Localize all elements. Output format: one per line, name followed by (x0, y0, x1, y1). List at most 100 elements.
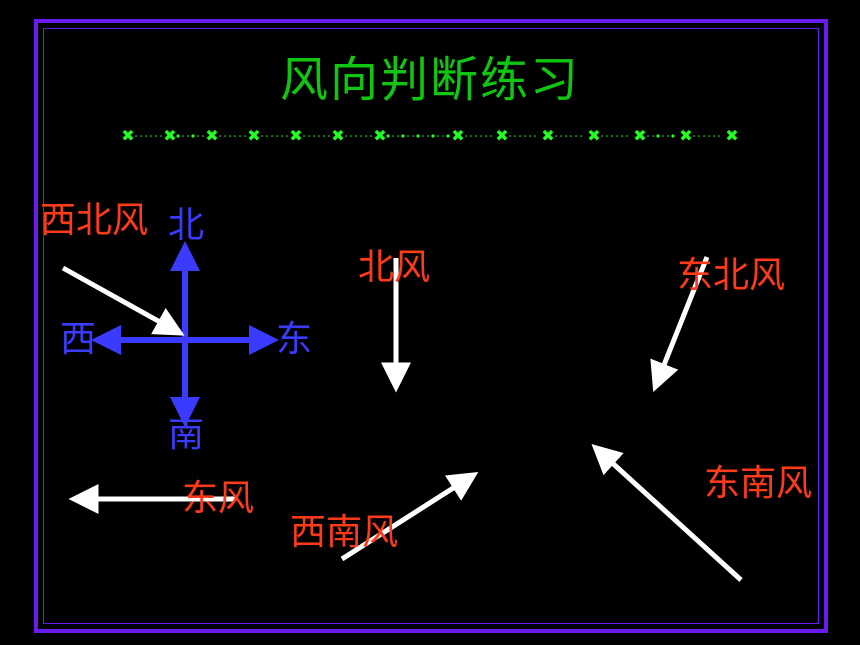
divider-dot (470, 135, 472, 137)
divider-dot (718, 135, 720, 137)
divider-dot (350, 135, 352, 137)
divider-dot (176, 134, 180, 138)
clover-icon: ✖ (373, 126, 386, 145)
slide-frame-inner (43, 28, 819, 624)
divider-dot (286, 135, 288, 137)
divider-dot (698, 135, 700, 137)
divider-dot (422, 135, 424, 137)
divider-dot (465, 135, 467, 137)
divider-dot (345, 135, 347, 137)
clover-icon: ✖ (205, 126, 218, 145)
slide-frame-outer (34, 19, 828, 633)
clover-icon: ✖ (679, 126, 692, 145)
divider-dot (475, 135, 477, 137)
divider-dot (244, 135, 246, 137)
southeast-wind-label: 东南风 (704, 463, 813, 504)
divider-dot (431, 134, 435, 138)
clover-icon: ✖ (725, 126, 738, 145)
divider-dot (565, 135, 567, 137)
divider-dot (490, 135, 492, 137)
divider-dot (407, 135, 409, 137)
southeast-wind-arrow (591, 443, 743, 582)
compass-south-label: 南 (168, 414, 205, 455)
compass-east-label: 东 (276, 319, 313, 360)
east-wind-label: 东风 (182, 478, 255, 519)
divider-dot (323, 135, 325, 137)
divider-dot (509, 135, 511, 137)
divider-dot (140, 135, 142, 137)
divider-dot (514, 135, 516, 137)
northeast-wind-arrow (650, 256, 710, 392)
divider-dot (560, 135, 562, 137)
divider-dot (708, 135, 710, 137)
clover-icon: ✖ (541, 126, 554, 145)
divider-dot (671, 134, 675, 138)
divider-dot (611, 135, 613, 137)
divider-dot (416, 134, 420, 138)
northwest-wind-label: 西北风 (40, 200, 149, 241)
clover-icon: ✖ (331, 126, 344, 145)
divider-dot (480, 135, 482, 137)
clover-icon: ✖ (587, 126, 600, 145)
divider-dot (570, 135, 572, 137)
divider-dot (155, 135, 157, 137)
divider-dot (135, 135, 137, 137)
divider-dot (693, 135, 695, 137)
divider-dot (703, 135, 705, 137)
clover-icon: ✖ (121, 126, 134, 145)
clover-icon: ✖ (289, 126, 302, 145)
divider-dot (187, 135, 189, 137)
divider-dot (442, 135, 444, 137)
divider-dot (150, 135, 152, 137)
divider-dot (656, 134, 660, 138)
divider-dot (534, 135, 536, 137)
clover-icon: ✖ (247, 126, 260, 145)
clover-icon: ✖ (633, 126, 646, 145)
divider-dot (160, 135, 162, 137)
northeast-wind-label: 东北风 (677, 255, 786, 296)
divider-dot (397, 135, 399, 137)
compass-north-label: 北 (168, 205, 205, 246)
divider-dot (606, 135, 608, 137)
divider-dot (182, 135, 184, 137)
divider-dot (202, 135, 204, 137)
north-wind-label: 北风 (358, 247, 431, 288)
clover-icon: ✖ (163, 126, 176, 145)
divider-dot (713, 135, 715, 137)
divider-dot (446, 134, 450, 138)
divider-dot (485, 135, 487, 137)
divider-dot (386, 134, 390, 138)
divider-dot (580, 135, 582, 137)
divider-dot (555, 135, 557, 137)
decorative-divider: ✖✖✖✖✖✖✖✖✖✖✖✖✖✖ (121, 126, 738, 145)
divider-dot (601, 135, 603, 137)
divider-dot (234, 135, 236, 137)
divider-dot (575, 135, 577, 137)
divider-dot (616, 135, 618, 137)
divider-dot (524, 135, 526, 137)
divider-dot (662, 135, 664, 137)
divider-dot (276, 135, 278, 137)
divider-dot (412, 135, 414, 137)
clover-icon: ✖ (495, 126, 508, 145)
divider-dot (224, 135, 226, 137)
southwest-wind-label: 西南风 (290, 512, 399, 553)
divider-dot (365, 135, 367, 137)
divider-dot (519, 135, 521, 137)
divider-dot (197, 135, 199, 137)
divider-dot (647, 135, 649, 137)
divider-dot (360, 135, 362, 137)
divider-dot (261, 135, 263, 137)
divider-dot (621, 135, 623, 137)
divider-dot (229, 135, 231, 137)
divider-dot (392, 135, 394, 137)
compass-west-label: 西 (60, 319, 97, 360)
divider-dot (427, 135, 429, 137)
divider-dot (191, 134, 195, 138)
divider-dot (271, 135, 273, 137)
divider-dot (667, 135, 669, 137)
divider-dot (529, 135, 531, 137)
divider-dot (355, 135, 357, 137)
northwest-wind-arrow (61, 265, 185, 336)
